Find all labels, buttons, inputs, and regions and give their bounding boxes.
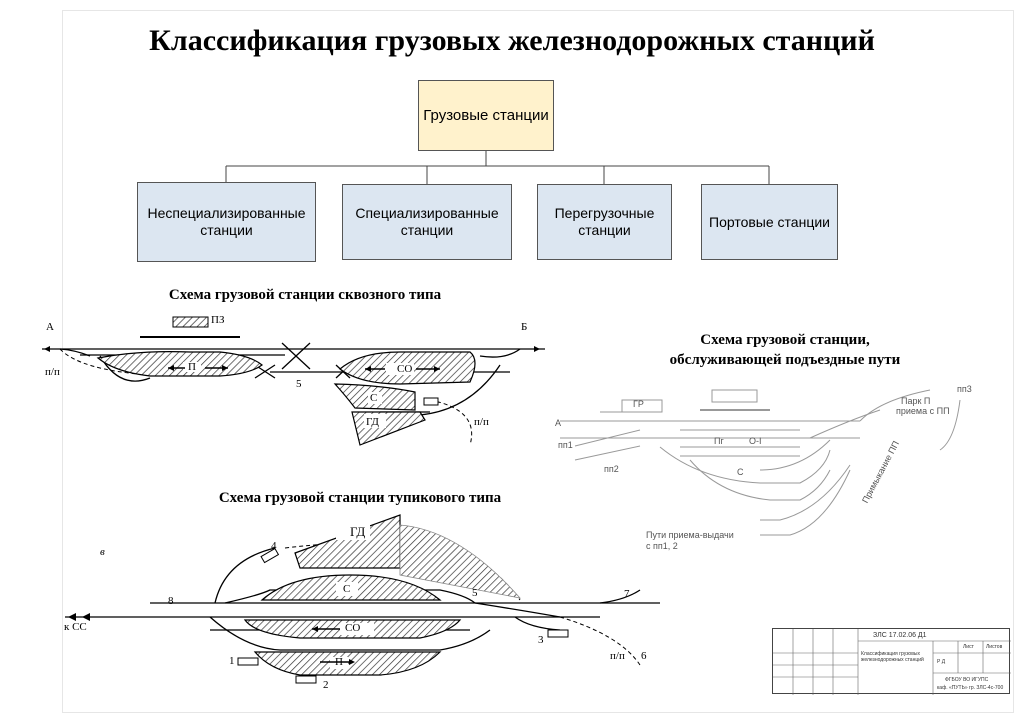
label-park-2: приема с ПП — [896, 406, 950, 416]
label-pp-deadend: п/п — [610, 650, 625, 662]
label-pp: п/п — [45, 366, 60, 378]
box-transshipment: Перегрузочные станции — [537, 184, 672, 260]
caption-deadend-station: Схема грузовой станции тупикового типа — [218, 490, 502, 506]
title-block: ЗЛС 17.02.06 Д1 Классификация грузовых ж… — [772, 628, 1011, 695]
label-pp2: пп2 — [604, 464, 619, 474]
label-8: 8 — [168, 595, 174, 607]
stamp-code: ЗЛС 17.02.06 Д1 — [873, 632, 927, 639]
label-3: 3 — [538, 634, 544, 646]
caption-access-station: Схема грузовой станции, обслуживающей по… — [620, 330, 950, 370]
caption-line-2: обслуживающей подъездные пути — [669, 352, 901, 368]
label-pz: ПЗ — [211, 314, 225, 326]
label-kss: к СС — [64, 621, 87, 633]
stamp-name: Классификация грузовых железнодорожных с… — [861, 651, 924, 663]
label-pp-2: п/п — [474, 416, 489, 428]
label-5-deadend: 5 — [472, 587, 478, 599]
stamp-sheet: Лист — [963, 644, 974, 650]
label-a: А — [46, 321, 54, 333]
label-priemka-1: Пути приема-выдачи — [646, 530, 734, 540]
label-so-deadend: СО — [345, 622, 361, 634]
label-so: СО — [397, 363, 413, 375]
stamp-org: ФГБОУ ВО ИГУПС — [945, 677, 989, 683]
stamp-group: каф. «ПУТЬ» гр. ЗЛС-4с-700 — [937, 685, 1004, 691]
page-frame — [62, 10, 1014, 713]
root-box-cargo-stations: Грузовые станции — [418, 80, 554, 151]
stamp-stage: Р Д — [937, 659, 946, 665]
label-s: С — [370, 392, 378, 404]
label-pp3: пп3 — [957, 384, 972, 394]
label-5: 5 — [296, 378, 302, 390]
label-s-access: С — [737, 467, 744, 477]
label-1: 1 — [229, 655, 235, 667]
label-b: Б — [521, 321, 528, 333]
label-7: 7 — [624, 588, 630, 600]
label-gd-deadend: ГД — [350, 524, 366, 539]
label-priemka-2: с пп1, 2 — [646, 541, 678, 551]
label-park: Парк П — [901, 396, 931, 406]
label-v: в — [100, 546, 105, 558]
box-port: Портовые станции — [701, 184, 838, 260]
label-2: 2 — [323, 679, 329, 691]
label-pg: Пг — [714, 436, 724, 446]
label-a-access: А — [555, 418, 562, 428]
label-6: 6 — [641, 650, 647, 662]
label-p: П — [188, 361, 196, 373]
label-pp1: пп1 — [558, 440, 573, 450]
box-specialized: Специализированные станции — [342, 184, 512, 260]
page-title: Классификация грузовых железнодорожных с… — [149, 24, 875, 57]
box-nonspecialized: Неспециализированные станции — [137, 182, 316, 262]
label-gd: ГД — [366, 416, 379, 428]
label-4: 4 — [271, 540, 277, 552]
label-s-deadend: С — [343, 583, 351, 595]
stamp-sheets: Листов — [986, 644, 1003, 650]
label-p-deadend: П — [335, 656, 343, 668]
caption-through-station: Схема грузовой станции сквозного типа — [168, 287, 442, 303]
label-o1: О-I — [749, 436, 762, 446]
caption-line-1: Схема грузовой станции, — [700, 332, 870, 348]
label-gr: ГР — [633, 399, 644, 409]
title-block-grid — [773, 629, 1011, 695]
